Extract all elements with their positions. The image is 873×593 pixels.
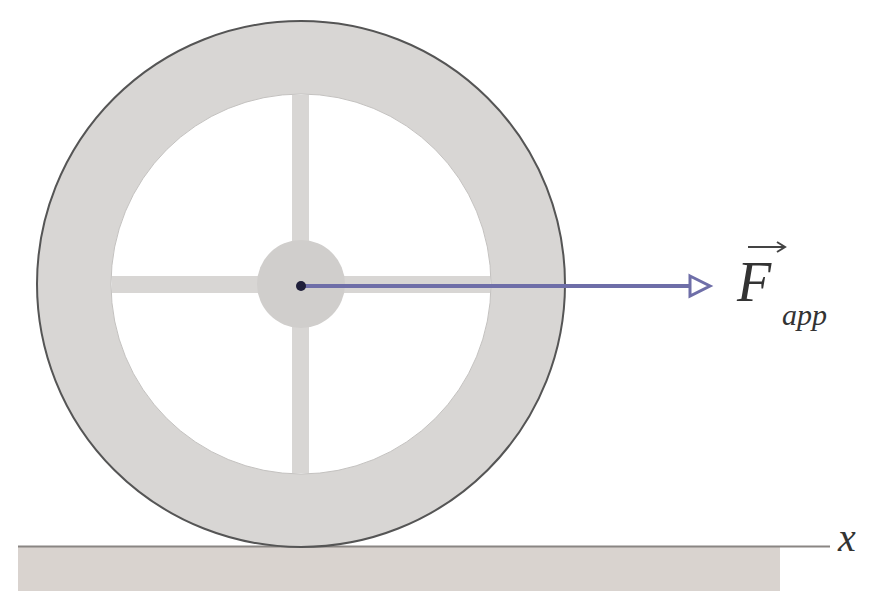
- axis-label: x: [838, 518, 856, 558]
- center-dot: [296, 281, 306, 291]
- floor: [18, 547, 780, 591]
- force-arrow: [301, 284, 692, 288]
- force-symbol: F: [737, 254, 771, 310]
- arrowhead: [690, 276, 710, 296]
- vector-mark: [777, 242, 785, 252]
- x-axis-line: [18, 546, 830, 548]
- force-subscript: app: [782, 300, 827, 330]
- vector-mark: [748, 246, 784, 248]
